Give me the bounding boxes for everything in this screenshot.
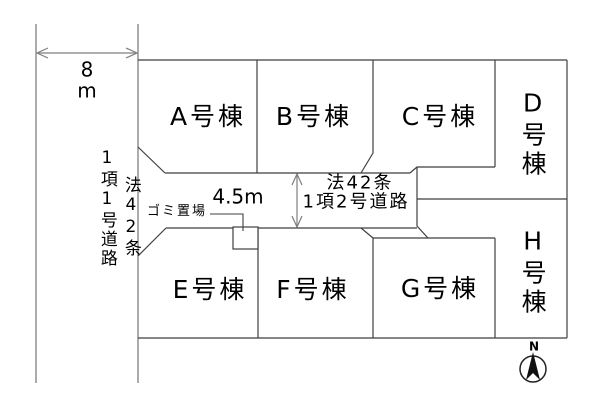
middle-road-name-label: 1項2号道路 [302,191,410,213]
lot-e-label: E号棟 [172,274,248,304]
compass-north-label: N [528,339,540,354]
lot-g-label: G号棟 [400,273,480,303]
lot-h-label: H号棟 [518,226,548,318]
garbage-area-label: ゴミ置場 [146,204,208,220]
dimension-arrow-8m [35,47,139,59]
middle-road-law-label: 法42条 [326,172,394,194]
dimension-arrow-4-5m [291,172,303,229]
dimension-4-5m-label: 4.5m [212,184,264,209]
left-road-law-label: 法42条 [120,176,141,258]
garbage-leader-line [210,213,244,231]
left-road-lines [35,24,139,383]
lot-d-label: D号棟 [518,88,548,180]
lot-b-label: B号棟 [275,101,353,131]
lot-f-label: F号棟 [276,274,350,304]
dimension-8-value: 8 [80,57,94,82]
garbage-area-box [232,226,259,250]
lot-c-label: C号棟 [401,101,479,131]
dimension-8-unit: m [77,78,97,103]
parcel-boundary-lines [137,59,568,339]
left-road-name-label: 1項1号道路 [96,148,117,268]
north-compass-icon [519,352,547,383]
lot-a-label: A号棟 [169,101,247,131]
